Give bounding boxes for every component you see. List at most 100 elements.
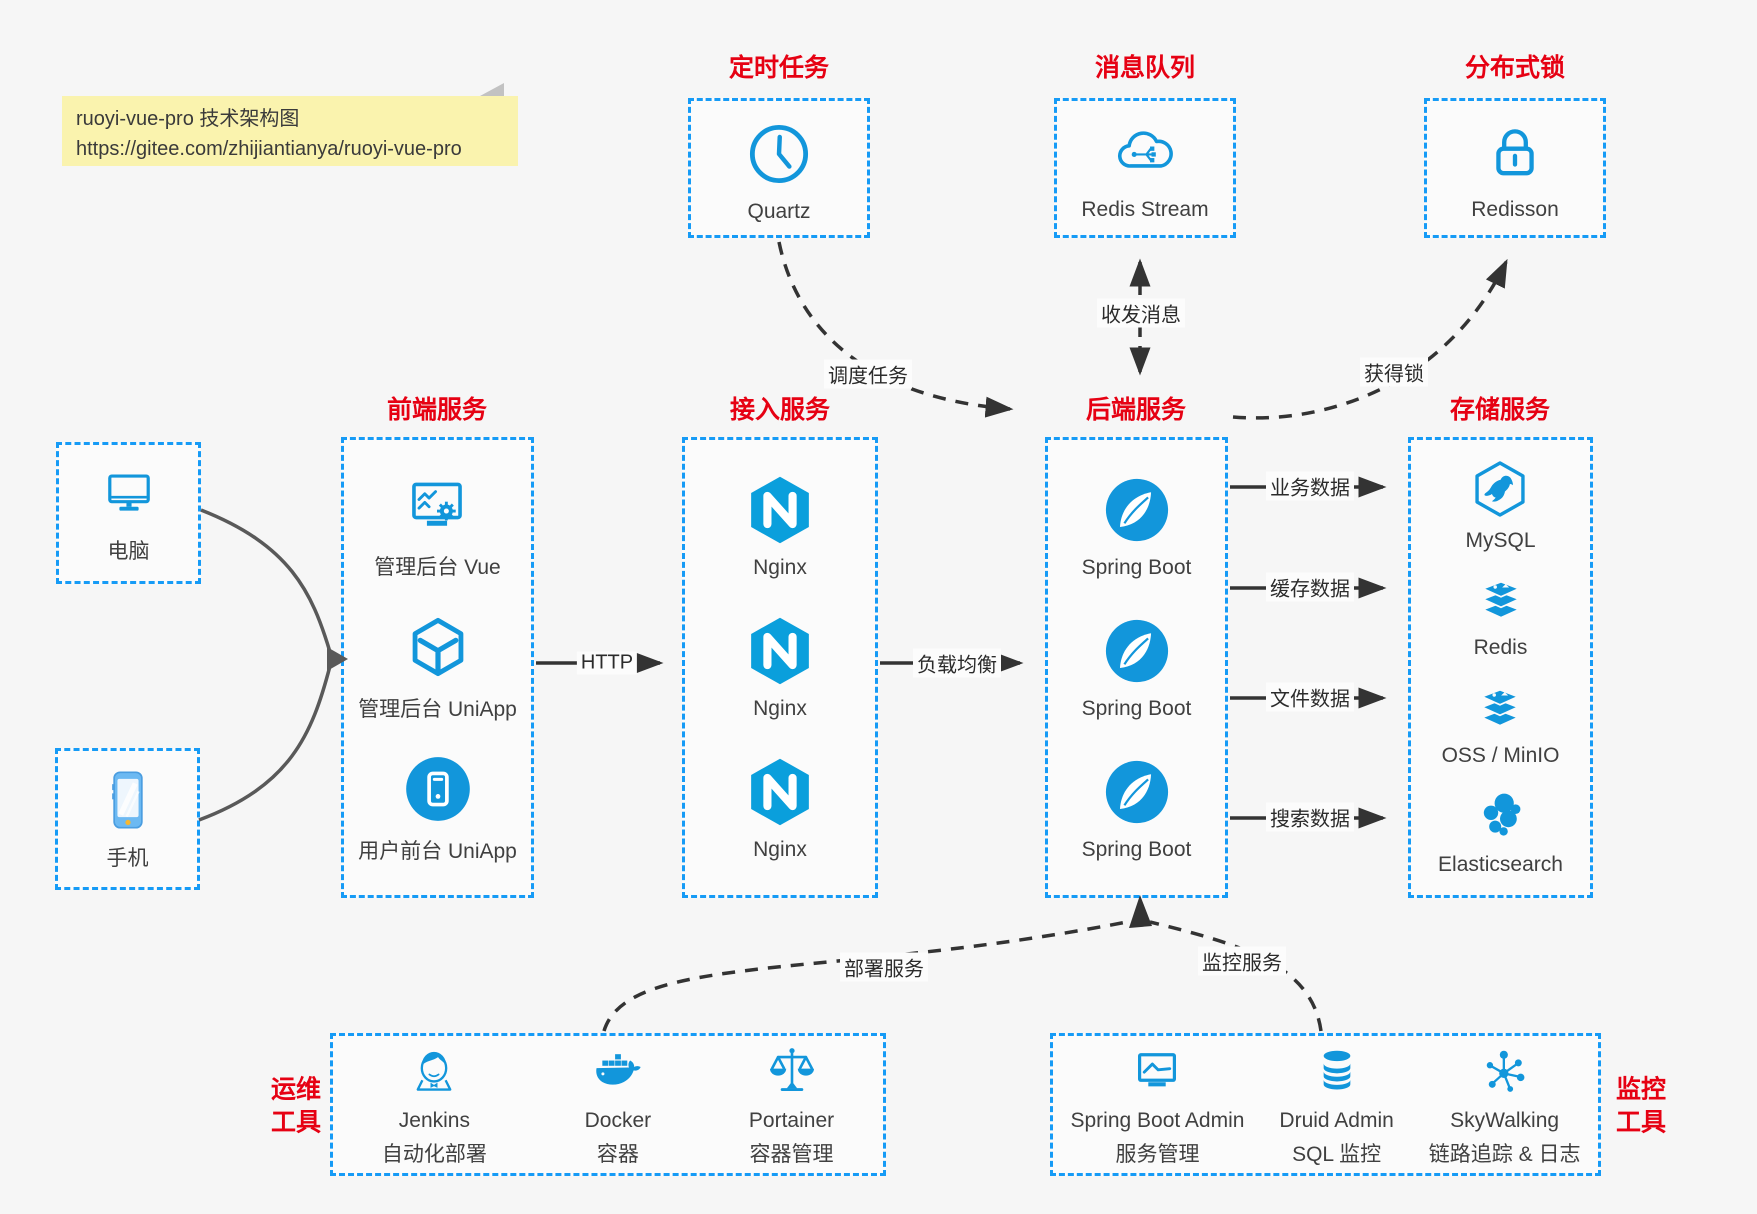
- node-label: OSS / MinIO: [1441, 743, 1560, 767]
- node-label: Redis Stream: [1081, 198, 1209, 221]
- node-label: Redis: [1473, 636, 1528, 660]
- node-label: Elasticsearch: [1438, 852, 1563, 876]
- group-title-monitoring: 监控 工具: [1616, 1074, 1666, 1139]
- edge-label-file-data: 文件数据: [1266, 682, 1354, 712]
- user-uniapp-icon: [405, 756, 470, 821]
- edge-label-search-data: 搜索数据: [1266, 802, 1354, 832]
- node-admin-vue: 管理后台 Vue: [374, 470, 501, 581]
- node-sublabel: 链路追踪 & 日志: [1428, 1142, 1581, 1166]
- node-user-uniapp: 用户前台 UniApp: [358, 752, 517, 865]
- node-label: Nginx: [753, 556, 807, 579]
- node-portainer: Portainer 容器管理: [749, 1042, 834, 1168]
- node-label: 手机: [106, 847, 149, 870]
- box-frontend: 管理后台 Vue 管理后台 UniApp 用户前台 UniApp: [341, 437, 534, 898]
- mysql-icon: [1475, 461, 1526, 517]
- group-title-scheduled-job: 定时任务: [728, 53, 830, 82]
- group-title-line: 工具: [270, 1108, 322, 1136]
- node-label: Spring Boot: [1081, 838, 1192, 861]
- note-line-url: https://gitee.com/zhijiantianya/ruoyi-vu…: [76, 138, 462, 160]
- group-title-gateway: 接入服务: [729, 395, 831, 424]
- edge-label-load-balance: 负载均衡: [913, 648, 1001, 678]
- spring-boot-icon: [1105, 478, 1168, 542]
- node-sublabel: 服务管理: [1115, 1142, 1200, 1166]
- node-spring-boot-1: Spring Boot: [1081, 473, 1192, 580]
- group-title-line: 运维: [270, 1075, 322, 1104]
- node-docker: Docker 容器: [584, 1042, 652, 1168]
- jenkins-icon: [416, 1051, 452, 1091]
- edge-label-schedule-task: 调度任务: [824, 359, 912, 389]
- node-label: Spring Boot: [1081, 697, 1192, 720]
- spring-boot-admin-icon: [1138, 1052, 1177, 1086]
- node-label: Redisson: [1471, 198, 1559, 221]
- node-label: 用户前台 UniApp: [358, 839, 517, 863]
- oss-icon: [1480, 688, 1521, 727]
- node-sublabel: SQL 监控: [1292, 1142, 1382, 1166]
- admin-vue-icon: [412, 482, 463, 527]
- box-monitoring: Spring Boot Admin 服务管理 Druid Admin SQL 监…: [1050, 1033, 1601, 1176]
- box-client-mobile: 手机: [55, 748, 200, 890]
- edge-mobile-to-frontend: [198, 665, 332, 822]
- node-spring-boot-2: Spring Boot: [1081, 614, 1192, 721]
- node-label: Nginx: [753, 697, 807, 720]
- edge-label-send-receive-message: 收发消息: [1097, 298, 1185, 328]
- group-title-message-queue: 消息队列: [1094, 53, 1196, 82]
- edge-pc-to-frontend: [200, 508, 332, 653]
- spring-boot-icon: [1105, 619, 1168, 683]
- redis-icon: [1480, 581, 1521, 620]
- group-title-frontend: 前端服务: [386, 395, 488, 424]
- node-mysql: MySQL: [1465, 458, 1536, 553]
- node-label: Portainer: [748, 1108, 835, 1132]
- group-title-distributed-lock: 分布式锁: [1464, 53, 1566, 82]
- edge-label-acquire-lock: 获得锁: [1360, 357, 1428, 387]
- node-redis-stream: Redis Stream: [1081, 117, 1209, 222]
- elasticsearch-icon: [1484, 793, 1521, 836]
- box-client-pc: 电脑: [56, 442, 201, 584]
- node-pc: 电脑: [94, 462, 164, 565]
- clock-icon: [749, 124, 809, 184]
- nginx-icon: [751, 758, 809, 826]
- node-label: SkyWalking: [1450, 1108, 1560, 1132]
- node-spring-boot-3: Spring Boot: [1081, 755, 1192, 862]
- node-label: Spring Boot Admin: [1070, 1108, 1245, 1132]
- cloud-stream-icon: [1118, 131, 1173, 168]
- edge-monitor-service: [1149, 920, 1323, 1032]
- node-label: Jenkins: [398, 1108, 470, 1132]
- node-redisson: Redisson: [1471, 117, 1559, 222]
- node-label: Druid Admin: [1279, 1108, 1394, 1132]
- spring-boot-icon: [1105, 760, 1168, 824]
- edge-label-monitor-service: 监控服务: [1198, 946, 1286, 976]
- box-message-queue: Redis Stream: [1054, 98, 1236, 238]
- node-label: Docker: [584, 1108, 652, 1132]
- note-line-title: ruoyi-vue-pro 技术架构图: [76, 108, 300, 130]
- node-sublabel: 自动化部署: [381, 1142, 487, 1166]
- node-redis: Redis: [1470, 569, 1532, 660]
- edge-label-cache-data: 缓存数据: [1266, 572, 1354, 602]
- node-druid-admin: Druid Admin SQL 监控: [1279, 1042, 1394, 1168]
- box-scheduled-job: Quartz: [688, 98, 870, 238]
- node-label: MySQL: [1465, 529, 1536, 553]
- node-sublabel: 容器: [596, 1142, 639, 1166]
- box-storage: MySQL Redis OSS / MinIO: [1408, 437, 1593, 898]
- node-nginx-2: Nginx: [743, 614, 817, 721]
- box-distributed-lock: Redisson: [1424, 98, 1606, 238]
- node-skywalking: SkyWalking 链路追踪 & 日志: [1428, 1042, 1581, 1168]
- node-label: 管理后台 Vue: [374, 556, 501, 580]
- edge-bottom-arrowhead: [1129, 895, 1152, 928]
- group-title-line: 工具: [1615, 1108, 1667, 1136]
- node-nginx-3: Nginx: [743, 755, 817, 862]
- node-label: 电脑: [107, 539, 150, 563]
- node-label: Quartz: [747, 200, 811, 223]
- skywalking-icon: [1486, 1050, 1525, 1092]
- node-admin-uniapp: 管理后台 UniApp: [358, 610, 517, 723]
- docker-icon: [596, 1053, 641, 1085]
- edge-label-deploy-service: 部署服务: [840, 952, 928, 982]
- edge-label-http: HTTP: [576, 651, 638, 675]
- node-spring-boot-admin: Spring Boot Admin 服务管理: [1070, 1042, 1244, 1168]
- node-label: Nginx: [753, 838, 807, 861]
- node-elasticsearch: Elasticsearch: [1438, 784, 1563, 877]
- node-label: Spring Boot: [1081, 556, 1192, 579]
- group-title-backend: 后端服务: [1085, 395, 1187, 424]
- box-gateway: Nginx Nginx Nginx: [682, 437, 878, 898]
- uniapp-cube-icon: [412, 617, 463, 677]
